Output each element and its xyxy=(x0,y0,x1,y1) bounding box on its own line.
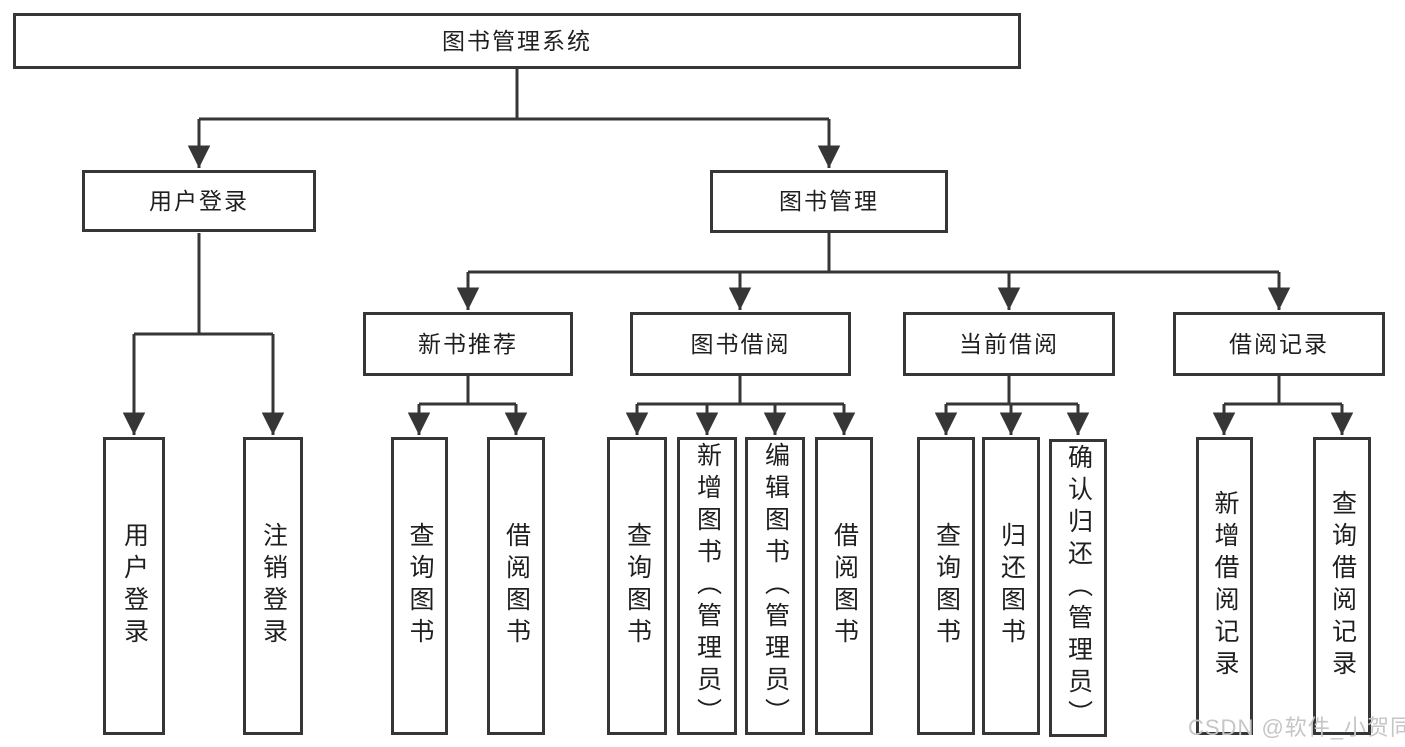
leaf-query-books-3: 查询图书 xyxy=(917,437,975,735)
leaf-logout: 注销登录 xyxy=(243,437,303,735)
node-book-borrow: 图书借阅 xyxy=(630,312,851,376)
watermark: CSDN @软件_小贺同学 xyxy=(1188,715,1405,740)
leaf-borrow-books-1: 借阅图书 xyxy=(487,437,545,735)
leaf-user-login: 用户登录 xyxy=(103,437,165,735)
leaf-query-books-1: 查询图书 xyxy=(391,437,448,735)
leaf-borrow-books-2: 借阅图书 xyxy=(815,437,873,735)
leaf-add-book-admin: 新增图书（管理员） xyxy=(677,437,737,735)
node-borrow-records: 借阅记录 xyxy=(1173,312,1385,376)
node-user-login: 用户登录 xyxy=(82,170,316,232)
leaf-edit-book-admin: 编辑图书（管理员） xyxy=(745,437,805,735)
node-new-book-recommend: 新书推荐 xyxy=(363,312,573,376)
node-library-management-system: 图书管理系统 xyxy=(13,13,1021,69)
leaf-return-book: 归还图书 xyxy=(982,437,1040,735)
node-book-management: 图书管理 xyxy=(710,170,948,233)
leaf-add-borrow-record: 新增借阅记录 xyxy=(1196,437,1253,735)
leaf-query-books-2: 查询图书 xyxy=(607,437,667,735)
leaf-query-borrow-record: 查询借阅记录 xyxy=(1313,437,1371,735)
leaf-confirm-return-admin: 确认归还（管理员） xyxy=(1049,439,1107,737)
node-current-borrow: 当前借阅 xyxy=(903,312,1115,376)
